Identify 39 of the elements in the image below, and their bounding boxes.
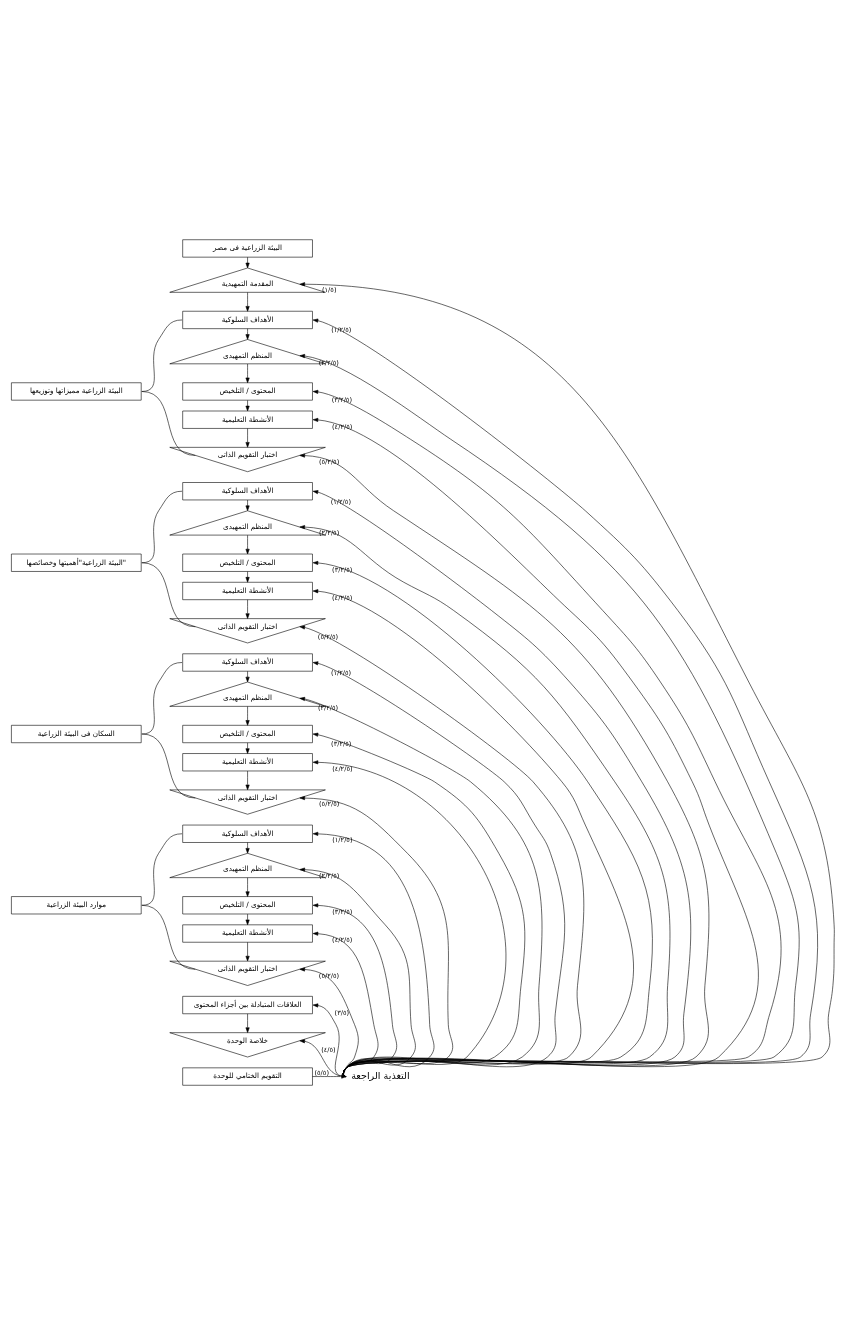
- arrow: [311, 1074, 347, 1079]
- arrow: [245, 291, 250, 312]
- arrow: [312, 1003, 346, 1077]
- arrow: [299, 867, 416, 1077]
- arrow: [312, 732, 525, 1077]
- arrow: [299, 625, 584, 1077]
- arrow: [299, 795, 453, 1077]
- arrow: [245, 841, 250, 853]
- connector: [141, 733, 196, 798]
- connector: [141, 561, 196, 627]
- arrow: [245, 770, 250, 790]
- arrow: [245, 1013, 250, 1033]
- arrow: [245, 705, 250, 726]
- arrow: [245, 427, 250, 447]
- arrow: [245, 534, 250, 554]
- arrow: [312, 660, 565, 1077]
- arrow: [312, 902, 397, 1077]
- connector: [141, 390, 196, 456]
- arrow: [245, 570, 250, 582]
- arrow: [245, 941, 250, 961]
- node-text: التغذية الراجعة: [350, 1069, 410, 1081]
- arrow: [245, 256, 250, 268]
- arrow: [245, 363, 250, 383]
- arrow: [245, 499, 250, 511]
- arrow: [245, 670, 250, 682]
- connector: [141, 832, 182, 906]
- arrow: [299, 966, 359, 1077]
- arrow: [245, 399, 250, 411]
- arrow: [299, 1038, 346, 1077]
- arrow: [245, 877, 250, 897]
- arrow: [312, 759, 506, 1077]
- arrow: [312, 931, 378, 1077]
- arrow: [245, 742, 250, 754]
- arrow: [312, 831, 434, 1077]
- arrow: [245, 913, 250, 925]
- arrow: [245, 599, 250, 619]
- arrow: [299, 696, 542, 1077]
- arrow: [245, 327, 250, 340]
- connector: [141, 904, 196, 970]
